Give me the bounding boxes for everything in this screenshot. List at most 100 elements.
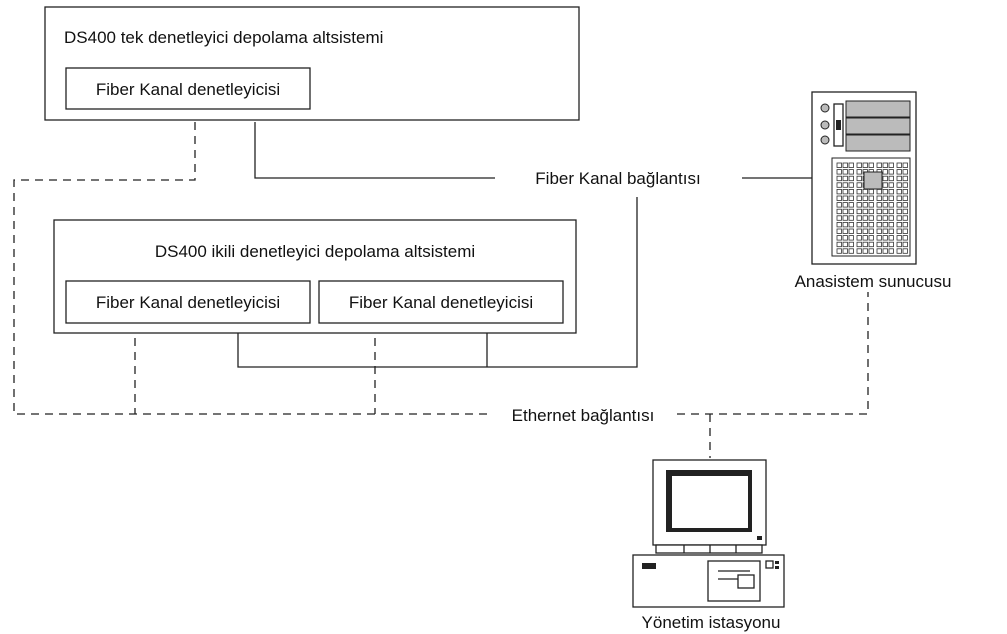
server-vent-cell [836,175,842,182]
server-vent-cell [836,182,842,188]
server-vent-cell [902,235,908,241]
server-badge [863,171,883,190]
server-vent-cell [888,188,894,195]
server-vent-cell [848,248,854,254]
server-vent-cell [862,202,868,208]
ethernet-connections [13,122,869,458]
single-controller-box [65,67,311,110]
server-vent-cell [902,169,908,175]
server-vent-cell [882,221,888,228]
server-vent-cell [842,221,848,228]
server-vent-cell [836,241,842,248]
server-vent-cell [836,221,842,228]
server-vent-cell [896,215,902,221]
management-station-label: Yönetim istasyonu [642,613,781,632]
server-vent-cell [888,182,894,188]
ethernet-link-label: Ethernet bağlantısı [512,406,655,425]
server-vent-cell [868,162,874,168]
server-vent-cell [876,162,882,168]
server-vent-cell [862,248,868,254]
monitor-stand [655,544,763,554]
server-vent-cell [862,162,868,168]
dual-controller-b-label: Fiber Kanal denetleyicisi [349,293,533,312]
server-vent-cell [856,241,862,248]
dual-controller-subsystem: DS400 ikili denetleyici depolama altsist… [53,219,577,334]
server-vent-cell [848,208,854,215]
server-vent-cell [856,208,862,215]
server-vent-grid [831,157,911,257]
server-drive-bay-1 [845,100,911,118]
server-vent-cell [888,195,894,201]
server-vent-cell [842,169,848,175]
pc-indicator-1 [765,560,774,569]
server-vent-frame [831,157,911,257]
server-vent-cell [836,228,842,234]
server-vent-cell [888,208,894,215]
server-vent-cell [856,182,862,188]
server-vent-cell [842,208,848,215]
server-vent-cell [842,195,848,201]
single-controller-label: Fiber Kanal denetleyicisi [96,80,280,99]
server-vent-cell [848,188,854,195]
server-vent-cell [862,241,868,248]
server-vent-cell [842,248,848,254]
server-vent-cell [896,162,902,168]
server-vent-cell [862,235,868,241]
server-vent-cell [882,175,888,182]
server-vent-cell [896,228,902,234]
server-floppy-latch [836,120,841,130]
server-vent-cell [882,202,888,208]
server-vent-cell [876,202,882,208]
server-vent-cell [836,215,842,221]
server-vent-cell [862,221,868,228]
server-vent-cell [888,248,894,254]
server-vent-cell [876,208,882,215]
server-vent-cell [856,195,862,201]
server-vent-cell [848,195,854,201]
server-vent-cell [842,215,848,221]
fibre-line-single-controller [254,122,495,179]
ethernet-line-to-server [677,292,869,415]
fibre-link-label: Fiber Kanal bağlantısı [535,169,700,188]
server-drive-bay-2 [845,117,911,135]
dual-controller-b-box [318,280,564,324]
server-vent-cell [876,241,882,248]
server-vent-cell [888,175,894,182]
server-vent-cell [842,228,848,234]
server-vent-cell [836,248,842,254]
server-vent-cell [868,235,874,241]
server-vent-cell [896,208,902,215]
single-subsystem-title: DS400 tek denetleyici depolama altsistem… [64,28,383,47]
server-vent-cell [876,235,882,241]
server-vent-cell [882,182,888,188]
server-vent-cell [836,162,842,168]
server-vent-cell [902,228,908,234]
server-vent-cell [848,202,854,208]
server-vent-cell [868,195,874,201]
server-vent-cell [888,162,894,168]
server-vent-cell [902,195,908,201]
pc-power-button [642,563,656,569]
server-vent-cell [888,169,894,175]
monitor-power-led [757,536,762,540]
server-vent-cell [842,182,848,188]
server-vent-cell [848,169,854,175]
server-vent-cell [882,169,888,175]
dual-subsystem-title: DS400 ikili denetleyici depolama altsist… [155,242,475,261]
server-vent-cell [868,221,874,228]
server-drive-bay-3 [845,134,911,152]
server-vent-cell [902,182,908,188]
server-vent-cell [842,202,848,208]
server-vent-cell [868,228,874,234]
server-vent-cell [842,188,848,195]
single-controller-subsystem: DS400 tek denetleyici depolama altsistem… [44,6,580,121]
server-vent-cell [876,221,882,228]
server-vent-cell [856,221,862,228]
server-vent-cell [848,162,854,168]
server-vent-cell [902,188,908,195]
server-vent-cell [896,182,902,188]
server-vent-cell [836,235,842,241]
server-vent-cell [896,235,902,241]
server-vent-cell [868,202,874,208]
